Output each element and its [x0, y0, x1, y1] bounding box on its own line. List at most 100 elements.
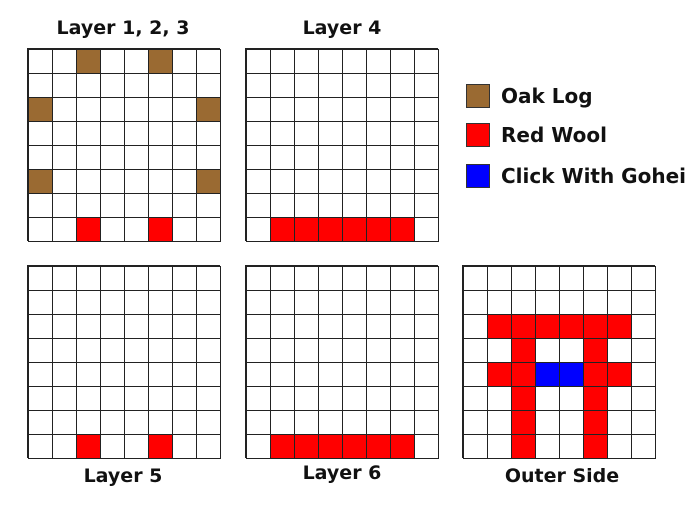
empty-cell	[27, 361, 53, 387]
red-wool-block	[534, 313, 560, 339]
empty-cell	[486, 409, 512, 435]
empty-cell	[123, 361, 149, 387]
empty-cell	[195, 289, 221, 315]
red-wool-block	[317, 433, 343, 459]
empty-cell	[486, 337, 512, 363]
empty-cell	[365, 409, 391, 435]
empty-cell	[413, 289, 439, 315]
empty-cell	[147, 72, 173, 98]
empty-cell	[293, 313, 319, 339]
empty-cell	[245, 168, 271, 194]
empty-cell	[147, 385, 173, 411]
empty-cell	[389, 144, 415, 170]
empty-cell	[413, 385, 439, 411]
empty-cell	[389, 192, 415, 218]
red-wool-block	[510, 433, 536, 459]
empty-cell	[147, 289, 173, 315]
empty-cell	[195, 433, 221, 459]
empty-cell	[413, 120, 439, 146]
empty-cell	[147, 265, 173, 291]
empty-cell	[123, 385, 149, 411]
empty-cell	[389, 361, 415, 387]
legend-red-wool: Red Wool	[466, 123, 607, 147]
layer-1-2-3-title: Layer 1, 2, 3	[56, 17, 190, 39]
empty-cell	[293, 409, 319, 435]
empty-cell	[147, 144, 173, 170]
legend-label: Red Wool	[501, 123, 607, 147]
red-wool-block	[510, 313, 536, 339]
empty-cell	[75, 289, 101, 315]
empty-cell	[365, 144, 391, 170]
empty-cell	[534, 337, 560, 363]
empty-cell	[245, 289, 271, 315]
empty-cell	[413, 96, 439, 122]
empty-cell	[269, 265, 295, 291]
empty-cell	[389, 48, 415, 74]
empty-cell	[269, 361, 295, 387]
empty-cell	[486, 433, 512, 459]
empty-cell	[75, 313, 101, 339]
empty-cell	[293, 192, 319, 218]
empty-cell	[486, 385, 512, 411]
empty-cell	[99, 120, 125, 146]
empty-cell	[147, 313, 173, 339]
empty-cell	[171, 313, 197, 339]
empty-cell	[99, 385, 125, 411]
empty-cell	[534, 289, 560, 315]
empty-cell	[75, 361, 101, 387]
empty-cell	[317, 72, 343, 98]
empty-cell	[389, 168, 415, 194]
empty-cell	[462, 385, 488, 411]
empty-cell	[341, 289, 367, 315]
empty-cell	[123, 337, 149, 363]
red-wool-block	[341, 216, 367, 242]
empty-cell	[365, 361, 391, 387]
empty-cell	[293, 385, 319, 411]
empty-cell	[99, 337, 125, 363]
empty-cell	[269, 120, 295, 146]
oak-log-block	[195, 96, 221, 122]
empty-cell	[510, 265, 536, 291]
empty-cell	[293, 168, 319, 194]
empty-cell	[245, 385, 271, 411]
empty-cell	[389, 96, 415, 122]
empty-cell	[51, 313, 77, 339]
layer-4-title: Layer 4	[302, 17, 382, 39]
empty-cell	[51, 120, 77, 146]
empty-cell	[462, 337, 488, 363]
empty-cell	[195, 409, 221, 435]
empty-cell	[341, 337, 367, 363]
grid-layer-6	[245, 265, 439, 459]
empty-cell	[341, 361, 367, 387]
empty-cell	[317, 409, 343, 435]
grid-layer-4	[245, 48, 439, 242]
legend-label: Oak Log	[501, 84, 593, 108]
empty-cell	[558, 433, 584, 459]
empty-cell	[51, 361, 77, 387]
red-wool-block	[147, 216, 173, 242]
empty-cell	[293, 337, 319, 363]
empty-cell	[123, 409, 149, 435]
empty-cell	[341, 409, 367, 435]
empty-cell	[341, 144, 367, 170]
gohei-swatch	[466, 164, 490, 188]
empty-cell	[413, 216, 439, 242]
red-wool-block	[389, 216, 415, 242]
legend-label: Click With Gohei	[501, 164, 686, 188]
empty-cell	[75, 168, 101, 194]
empty-cell	[123, 120, 149, 146]
empty-cell	[365, 265, 391, 291]
empty-cell	[195, 48, 221, 74]
empty-cell	[317, 361, 343, 387]
empty-cell	[389, 409, 415, 435]
empty-cell	[245, 265, 271, 291]
empty-cell	[413, 409, 439, 435]
empty-cell	[606, 409, 632, 435]
empty-cell	[99, 72, 125, 98]
empty-cell	[75, 337, 101, 363]
empty-cell	[582, 289, 608, 315]
empty-cell	[486, 265, 512, 291]
empty-cell	[171, 265, 197, 291]
empty-cell	[365, 72, 391, 98]
empty-cell	[171, 168, 197, 194]
